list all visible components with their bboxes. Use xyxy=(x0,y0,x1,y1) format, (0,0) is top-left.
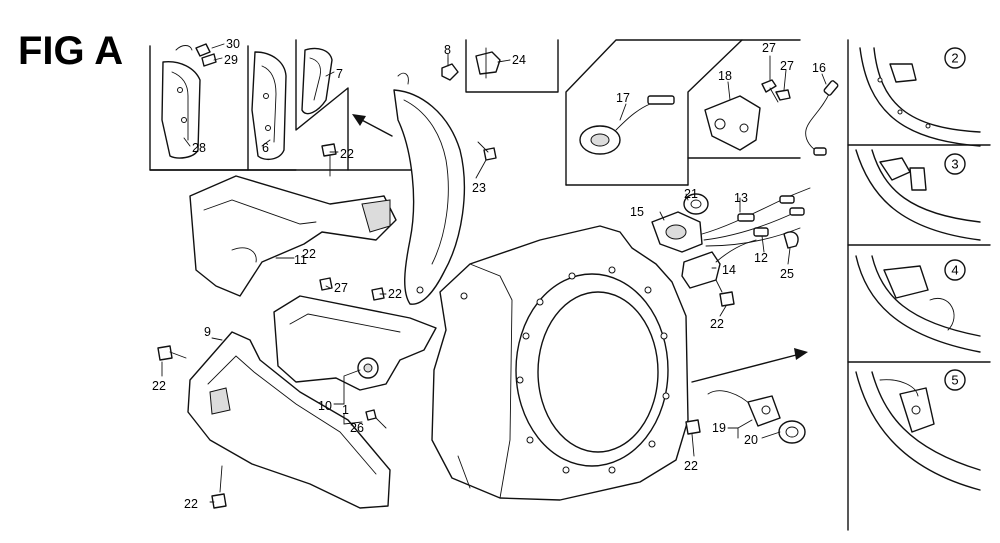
shroud-part-28 xyxy=(161,61,201,159)
fan-housing xyxy=(431,225,689,501)
callout-15: 15 xyxy=(630,205,644,219)
coil-part-15 xyxy=(651,211,703,253)
callout-6: 6 xyxy=(262,141,269,155)
callout-8: 8 xyxy=(444,43,451,57)
callout-22d: 22 xyxy=(184,497,198,511)
callout-13: 13 xyxy=(734,191,748,205)
callout-19: 19 xyxy=(712,421,726,435)
bolt-icons xyxy=(157,141,735,509)
callout-21: 21 xyxy=(684,187,698,201)
callout-14: 14 xyxy=(722,263,736,277)
callout-22g: 22 xyxy=(302,247,316,261)
callout-7: 7 xyxy=(336,67,343,81)
cover-part-11 xyxy=(189,175,397,297)
clamp-part-25 xyxy=(783,231,799,249)
direction-arrows xyxy=(352,114,808,383)
callout-22c: 22 xyxy=(152,379,166,393)
leader-lines xyxy=(161,43,827,503)
callout-22a: 22 xyxy=(340,147,354,161)
bolts-part-27 xyxy=(761,79,791,103)
shroud-part-7 xyxy=(301,47,333,115)
inset-box-parts-17-18 xyxy=(565,39,801,186)
callout-22b: 22 xyxy=(388,287,402,301)
figure-title: FIG A xyxy=(18,29,123,73)
grommet-part-20 xyxy=(778,420,806,444)
callout-28: 28 xyxy=(192,141,206,155)
callout-27b: 27 xyxy=(762,41,776,55)
callout-1: 1 xyxy=(342,403,349,417)
detail-view-2 xyxy=(859,47,981,147)
callout-27c: 27 xyxy=(780,59,794,73)
blower-shroud-part xyxy=(393,72,465,305)
detail-marker-3: 3 xyxy=(951,157,958,172)
callout-18: 18 xyxy=(718,69,732,83)
callout-30: 30 xyxy=(226,37,240,51)
cover-part-10 xyxy=(273,295,437,391)
detail-marker-5: 5 xyxy=(951,373,958,388)
callout-9: 9 xyxy=(204,325,211,339)
inset-box-shrouds xyxy=(149,39,421,171)
callout-10: 10 xyxy=(318,399,332,413)
callout-20: 20 xyxy=(744,433,758,447)
callout-24: 24 xyxy=(512,53,526,67)
wire-part-16 xyxy=(805,80,839,156)
sensor-part-19 xyxy=(707,390,781,427)
clip-part-12 xyxy=(753,227,769,237)
callout-22e: 22 xyxy=(710,317,724,331)
callout-17: 17 xyxy=(616,91,630,105)
screw-part-8 xyxy=(441,57,459,81)
callout-11: 11 xyxy=(294,253,307,267)
callout-25: 25 xyxy=(780,267,794,281)
detail-view-3 xyxy=(855,149,981,241)
detail-marker-5-circle xyxy=(944,369,966,391)
detail-marker-4-circle xyxy=(944,259,966,281)
callout-labels: 1 6 7 8 9 10 11 12 13 14 15 16 17 18 19 … xyxy=(152,37,826,511)
cap-part-21 xyxy=(683,193,709,215)
callout-22f: 22 xyxy=(684,459,698,473)
bracket-part-18 xyxy=(704,95,761,151)
detail-view-4 xyxy=(855,255,981,353)
detail-marker-2-circle xyxy=(944,47,966,69)
inset-box-part-24 xyxy=(465,39,559,93)
detail-marker-3-circle xyxy=(944,153,966,175)
callout-29: 29 xyxy=(224,53,238,67)
detail-view-5 xyxy=(855,371,981,491)
detail-marker-4: 4 xyxy=(951,263,958,278)
callout-23: 23 xyxy=(472,181,486,195)
detail-view-markers: 2 3 4 5 xyxy=(944,47,966,391)
callout-12: 12 xyxy=(754,251,768,265)
callout-16: 16 xyxy=(812,61,826,75)
callout-27a: 27 xyxy=(334,281,348,295)
shroud-part-6 xyxy=(251,51,287,161)
detail-marker-2: 2 xyxy=(951,51,958,66)
cover-part-9 xyxy=(187,331,391,509)
callout-26: 26 xyxy=(350,421,364,435)
clip-parts-29-30 xyxy=(175,43,217,67)
sensor-part-17 xyxy=(579,95,675,155)
